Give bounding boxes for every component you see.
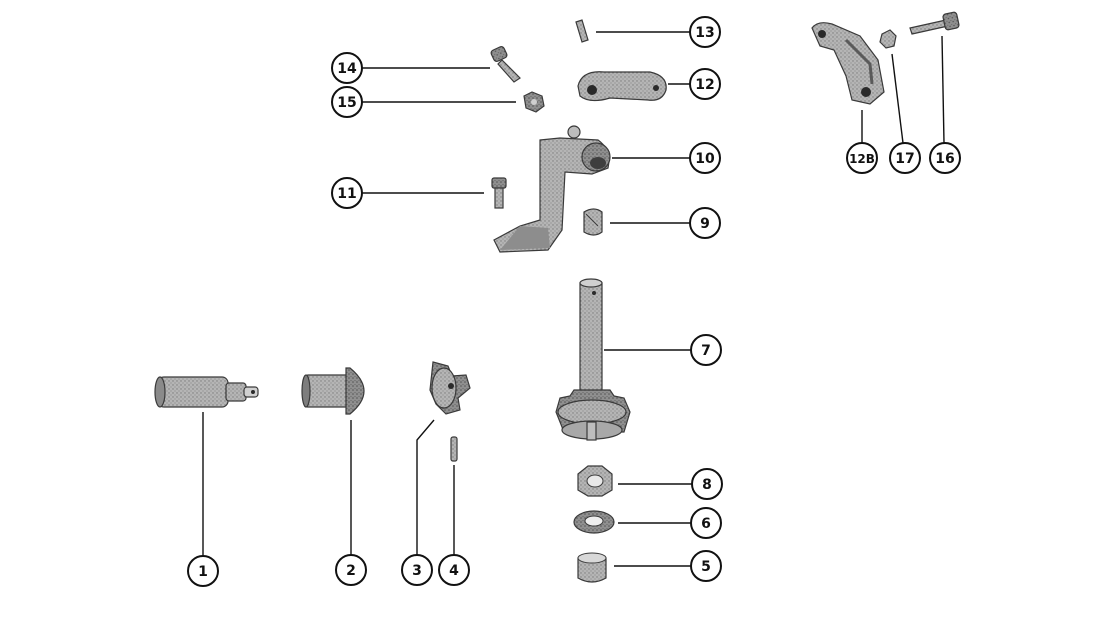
callout-6-label: 6 <box>701 516 711 532</box>
callout-12-label: 12 <box>695 77 714 93</box>
part-17-nut <box>879 29 897 49</box>
part-11-screw <box>491 177 507 209</box>
callout-2-label: 2 <box>346 563 356 579</box>
callout-7: 7 <box>690 334 722 366</box>
callout-17: 17 <box>889 142 921 174</box>
callout-16-label: 16 <box>935 151 954 167</box>
part-5-bushing <box>577 552 607 583</box>
callout-12: 12 <box>689 68 721 100</box>
part-8-nut <box>577 465 613 497</box>
part-1-coupler <box>154 376 259 408</box>
part-14-bolt <box>490 45 521 83</box>
leader-16 <box>941 35 945 144</box>
callout-8-label: 8 <box>702 477 712 493</box>
part-16-bolt <box>909 11 960 35</box>
callout-10: 10 <box>689 142 721 174</box>
part-7-shaft <box>555 278 631 441</box>
leader-3 <box>416 419 435 556</box>
callout-7-label: 7 <box>701 343 711 359</box>
callout-16: 16 <box>929 142 961 174</box>
part-3-gear <box>429 361 471 415</box>
part-10-bracket <box>493 125 611 253</box>
part-2-bushing <box>301 367 365 415</box>
leader-lines <box>202 31 945 567</box>
leader-17 <box>891 53 904 144</box>
callout-14: 14 <box>331 52 363 84</box>
callout-4-label: 4 <box>449 563 459 579</box>
callout-13: 13 <box>689 16 721 48</box>
callout-5: 5 <box>690 550 722 582</box>
callout-9-label: 9 <box>700 216 710 232</box>
callout-4: 4 <box>438 554 470 586</box>
part-13-pin <box>575 19 589 43</box>
callout-1: 1 <box>187 555 219 587</box>
part-4-pin <box>450 436 458 462</box>
callout-8: 8 <box>691 468 723 500</box>
callout-5-label: 5 <box>701 559 711 575</box>
part-9-bushing <box>583 208 603 236</box>
part-12b-bracket <box>811 22 885 105</box>
callout-10-label: 10 <box>695 151 715 167</box>
callout-12b-label: 12B <box>849 152 875 166</box>
callout-12b: 12B <box>846 142 878 174</box>
part-15-nut <box>523 91 545 113</box>
callout-15: 15 <box>331 86 363 118</box>
callout-11-label: 11 <box>337 186 356 202</box>
callout-14-label: 14 <box>337 61 357 77</box>
callout-3-label: 3 <box>412 563 422 579</box>
part-12-lever <box>577 71 667 102</box>
callout-17-label: 17 <box>895 151 914 167</box>
part-6-washer <box>573 510 615 534</box>
callout-6: 6 <box>690 507 722 539</box>
callout-3: 3 <box>401 554 433 586</box>
callout-1-label: 1 <box>198 564 208 580</box>
callout-9: 9 <box>689 207 721 239</box>
callout-11: 11 <box>331 177 363 209</box>
callout-15-label: 15 <box>337 95 356 111</box>
callout-13-label: 13 <box>695 25 714 41</box>
callout-2: 2 <box>335 554 367 586</box>
